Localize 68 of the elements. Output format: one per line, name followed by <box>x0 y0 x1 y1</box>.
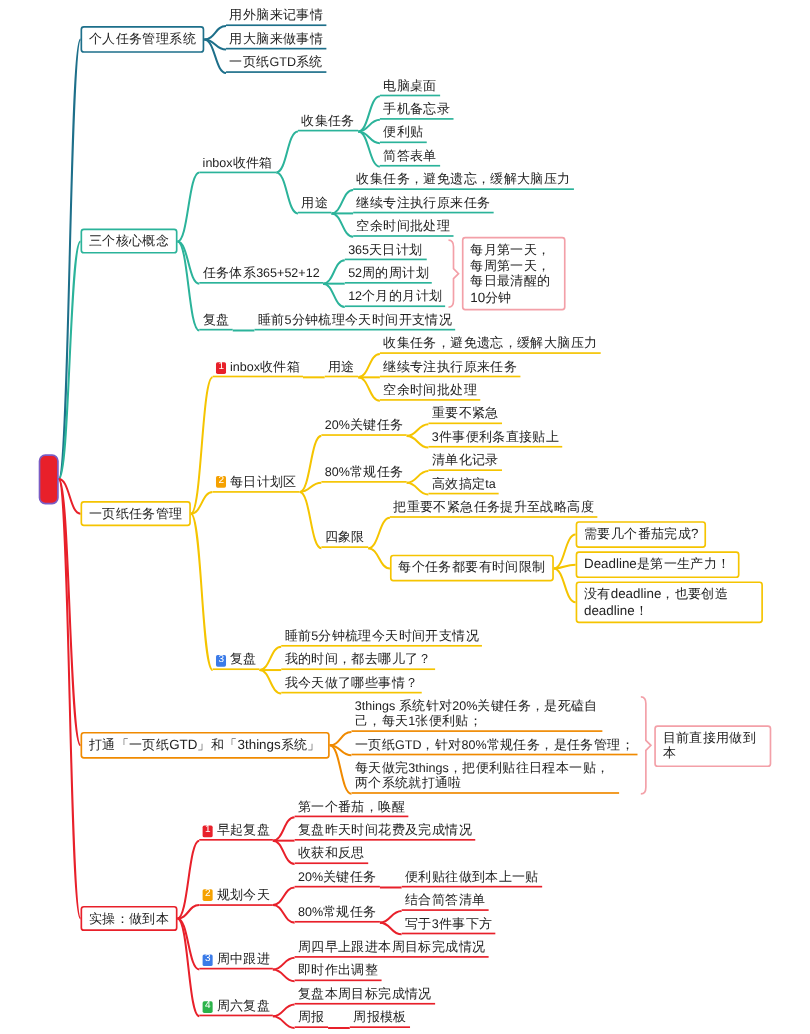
connector-line <box>329 730 352 747</box>
connector-line <box>379 886 402 889</box>
connector-line <box>272 839 295 866</box>
connector-line <box>177 904 200 920</box>
connector-line <box>299 481 322 493</box>
connector-line <box>329 744 352 795</box>
connector-line <box>204 38 227 51</box>
connector-line <box>204 38 227 74</box>
connector-line <box>368 547 391 570</box>
connector-line <box>275 171 299 215</box>
connector-line <box>272 1015 295 1029</box>
connector-line <box>259 669 282 695</box>
connector-line <box>259 645 282 672</box>
connector-line <box>190 513 214 671</box>
connector-line <box>272 816 295 842</box>
connector-line <box>177 240 200 285</box>
connector-line <box>553 563 576 570</box>
connector-line <box>358 118 381 133</box>
connector-line <box>272 1003 295 1018</box>
connector-line <box>302 376 325 379</box>
connector-line <box>358 130 381 145</box>
connector-line <box>57 478 82 919</box>
connector-line <box>406 470 429 484</box>
connector-line <box>379 909 402 924</box>
topic-item <box>212 471 301 492</box>
connector-line <box>323 282 345 285</box>
connector-line <box>331 212 354 238</box>
connector-line <box>299 434 322 493</box>
connector-line <box>272 839 295 842</box>
connector-line <box>406 434 429 449</box>
connector-line <box>272 886 295 907</box>
connector-line <box>299 491 322 550</box>
connector-line <box>176 917 200 1018</box>
connector-line <box>357 95 381 133</box>
connector-line <box>357 130 381 168</box>
connector-line <box>232 329 255 332</box>
connector-line <box>176 240 200 332</box>
connector-line <box>272 956 295 971</box>
connector-line <box>328 1027 350 1029</box>
connector-line <box>275 130 299 174</box>
connector-line <box>58 478 81 515</box>
connector-line <box>259 669 282 672</box>
connector-line <box>322 259 345 285</box>
connector-line <box>57 240 82 480</box>
connector-line <box>331 212 354 215</box>
connector-line <box>57 39 82 480</box>
connector-line <box>322 282 345 309</box>
connector-line <box>177 917 200 971</box>
connector-line <box>190 491 213 515</box>
connector-line <box>553 567 576 604</box>
connector-line <box>204 25 227 41</box>
connector-line <box>553 533 576 570</box>
connector-line <box>331 189 354 215</box>
connector-line <box>406 481 429 496</box>
connector-line <box>357 376 381 402</box>
connector-line <box>358 376 380 379</box>
connector-line <box>190 376 214 515</box>
connector-line <box>357 352 381 379</box>
box-node <box>38 453 59 505</box>
connector-line <box>329 744 352 757</box>
connector-line <box>177 839 200 920</box>
connector-line <box>272 968 295 983</box>
connector-line <box>367 516 391 550</box>
connector-line <box>177 171 200 243</box>
connector-line <box>57 478 82 746</box>
connector-line <box>406 423 429 437</box>
connector-line <box>272 904 295 924</box>
connector-line <box>379 921 402 936</box>
